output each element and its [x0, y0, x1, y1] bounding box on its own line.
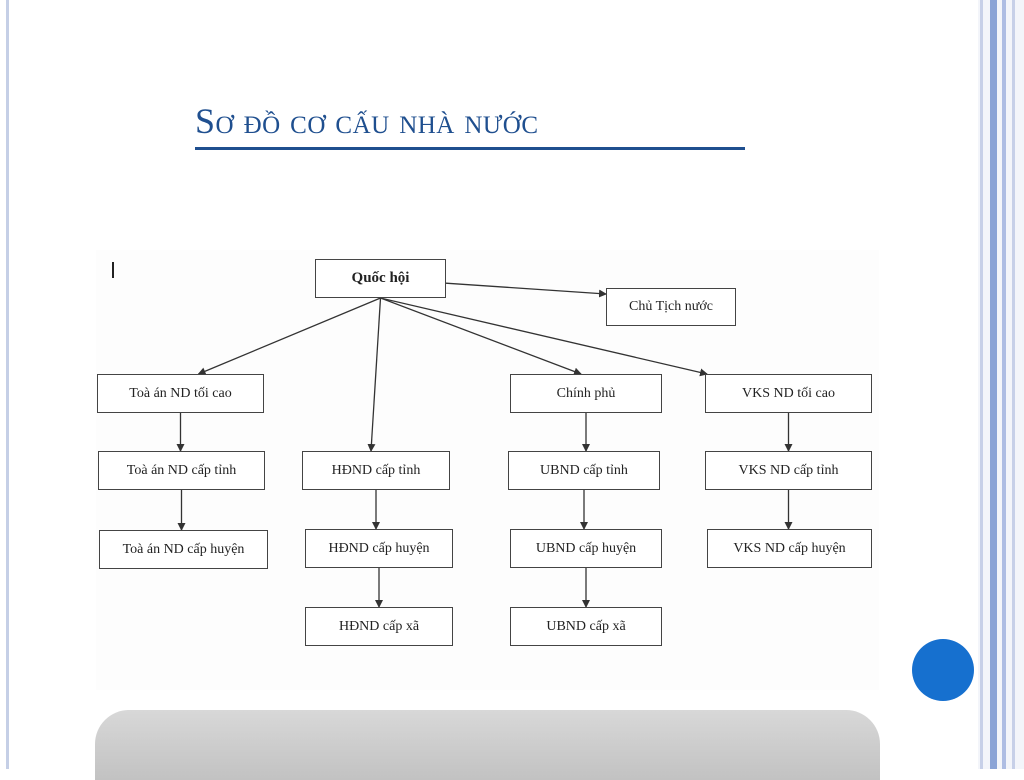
decorative-circle: [912, 639, 974, 701]
left-border-rule: [6, 0, 9, 769]
right-border-line: [980, 0, 983, 769]
node-chu-tich-nuoc: Chủ Tịch nước: [606, 288, 736, 326]
node-toa-an-toi-cao: Toà án ND tối cao: [97, 374, 264, 413]
node-toa-an-huyen: Toà án ND cấp huyện: [99, 530, 268, 569]
footer-bar: [95, 710, 880, 780]
node-ubnd-tinh: UBND cấp tỉnh: [508, 451, 660, 490]
right-border-line: [990, 0, 997, 769]
node-chinh-phu: Chính phủ: [510, 374, 662, 413]
right-border-line: [1012, 0, 1015, 769]
node-vks-tinh: VKS ND cấp tỉnh: [705, 451, 872, 490]
node-hdnd-xa: HĐND cấp xã: [305, 607, 453, 646]
slide-title: Sơ đồ cơ cấu nhà nước: [195, 101, 539, 141]
node-hdnd-huyen: HĐND cấp huyện: [305, 529, 453, 568]
right-border-line: [1002, 0, 1006, 769]
node-vks-toi-cao: VKS ND tối cao: [705, 374, 872, 413]
node-hdnd-tinh: HĐND cấp tỉnh: [302, 451, 450, 490]
right-border-band: [978, 0, 1024, 769]
text-cursor: [112, 262, 114, 278]
node-vks-huyen: VKS ND cấp huyện: [707, 529, 872, 568]
node-quoc-hoi: Quốc hội: [315, 259, 446, 298]
node-ubnd-huyen: UBND cấp huyện: [510, 529, 662, 568]
node-toa-an-tinh: Toà án ND cấp tỉnh: [98, 451, 265, 490]
node-ubnd-xa: UBND cấp xã: [510, 607, 662, 646]
title-underline: [195, 147, 745, 150]
